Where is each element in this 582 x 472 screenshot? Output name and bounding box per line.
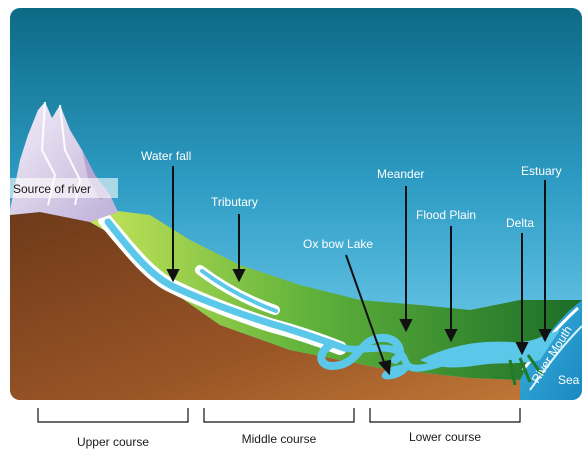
label-oxbow-lake: Ox bow Lake bbox=[303, 237, 373, 251]
sea-foam-2 bbox=[529, 325, 582, 391]
arrowhead-tributary bbox=[232, 269, 246, 283]
grassland bbox=[90, 210, 582, 380]
label-lower-course: Lower course bbox=[409, 430, 481, 444]
course-brackets bbox=[37, 408, 521, 423]
arrows bbox=[166, 166, 552, 376]
tributary-channel bbox=[200, 269, 278, 313]
arrowhead-oxbow bbox=[378, 359, 392, 376]
label-meander: Meander bbox=[377, 167, 424, 181]
arrowhead-floodplain bbox=[444, 329, 458, 343]
label-tributary: Tributary bbox=[211, 195, 258, 209]
label-flood-plain: Flood Plain bbox=[416, 208, 476, 222]
label-estuary: Estuary bbox=[521, 164, 562, 178]
bracket-upper bbox=[37, 408, 189, 423]
label-delta: Delta bbox=[506, 216, 534, 230]
label-waterfall: Water fall bbox=[141, 149, 191, 163]
meander-loop bbox=[317, 333, 404, 370]
label-middle-course: Middle course bbox=[242, 432, 317, 446]
sea-area bbox=[520, 300, 582, 400]
scene bbox=[10, 8, 582, 400]
label-source-of-river: Source of river bbox=[13, 182, 91, 196]
arrowhead-waterfall bbox=[166, 269, 180, 283]
arrowhead-estuary bbox=[538, 329, 552, 343]
oxbow-lake bbox=[381, 364, 409, 380]
arrowhead-delta bbox=[515, 342, 529, 356]
label-upper-course: Upper course bbox=[77, 435, 149, 449]
label-sea: Sea bbox=[558, 373, 580, 387]
delta-channels bbox=[508, 354, 544, 386]
earth-cross-section bbox=[10, 212, 560, 400]
source-label-bg bbox=[10, 178, 118, 198]
lower-river bbox=[420, 330, 560, 368]
arrow-oxbow bbox=[345, 254, 386, 366]
bracket-lower bbox=[369, 408, 521, 423]
bracket-middle bbox=[203, 408, 355, 423]
arrowhead-meander bbox=[399, 319, 413, 333]
